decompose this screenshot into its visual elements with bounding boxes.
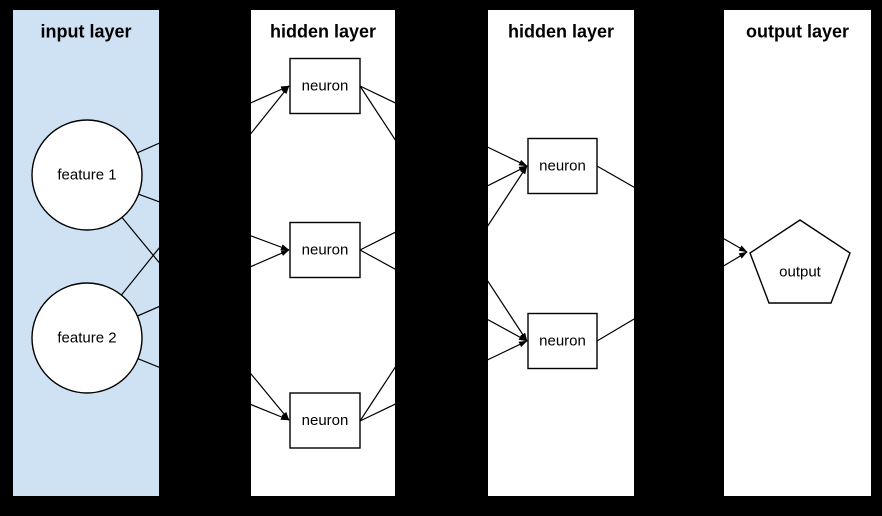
output-label: output bbox=[779, 264, 822, 281]
layer-titles: input layer hidden layer hidden layer ou… bbox=[40, 22, 849, 42]
h1-neuron-2-box bbox=[289, 221, 361, 279]
node-h1-neuron-2: neuron bbox=[289, 221, 361, 279]
input-layer-panel bbox=[13, 10, 159, 496]
h1-neuron-1-box bbox=[289, 57, 361, 115]
h1-neuron-2-label: neuron bbox=[302, 242, 349, 259]
h1-neuron-3-box bbox=[289, 392, 361, 449]
node-h1-neuron-3: neuron bbox=[289, 392, 361, 449]
hidden-layer-2-panel bbox=[488, 10, 634, 496]
output-layer-title: output layer bbox=[746, 22, 849, 42]
node-feature-2: feature 2 bbox=[31, 282, 143, 394]
feature-1-label: feature 1 bbox=[57, 167, 116, 184]
feature-1-circle bbox=[31, 119, 143, 231]
feature-2-label: feature 2 bbox=[57, 330, 116, 347]
node-h2-neuron-2: neuron bbox=[527, 312, 598, 370]
node-h1-neuron-1: neuron bbox=[289, 57, 361, 115]
input-layer-title: input layer bbox=[40, 22, 131, 42]
h2-neuron-2-label: neuron bbox=[539, 333, 586, 350]
hidden-layer-1-title: hidden layer bbox=[270, 22, 376, 42]
output-pentagon bbox=[749, 219, 851, 304]
node-feature-1: feature 1 bbox=[31, 119, 143, 231]
h2-neuron-2-box bbox=[527, 312, 598, 370]
node-output: output bbox=[749, 219, 851, 304]
feature-2-circle bbox=[31, 282, 143, 394]
h1-neuron-3-label: neuron bbox=[302, 412, 349, 429]
h2-neuron-1-label: neuron bbox=[539, 158, 586, 175]
nodes: feature 1 feature 2 neuron neuron neuron… bbox=[31, 57, 851, 449]
hidden-layer-2-title: hidden layer bbox=[508, 22, 614, 42]
h2-neuron-1-box bbox=[527, 137, 598, 195]
node-h2-neuron-1: neuron bbox=[527, 137, 598, 195]
h1-neuron-1-label: neuron bbox=[302, 78, 349, 95]
